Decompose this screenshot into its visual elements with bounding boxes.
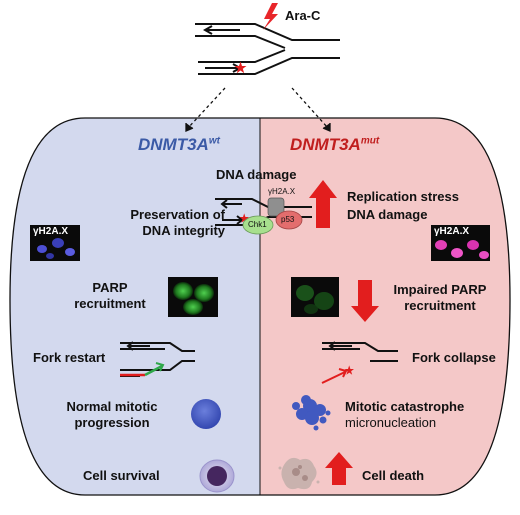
mut-heading: DNMT3Amut bbox=[290, 135, 380, 154]
gh2ax-label-right: γH2A.X bbox=[434, 226, 470, 237]
mut-mitotic-line1: Mitotic catastrophe bbox=[345, 399, 465, 414]
dna-damage-label: DNA damage bbox=[216, 167, 297, 182]
fork-protein-block bbox=[267, 197, 285, 217]
down-arrow-parp-icon bbox=[351, 280, 379, 322]
wt-parp-line2: recruitment bbox=[74, 296, 146, 311]
mut-stress-line2: DNA damage bbox=[347, 207, 428, 222]
p53-protein bbox=[275, 210, 303, 230]
lightning-icon bbox=[263, 3, 278, 30]
gh2ax-micrograph-right: γH2A.X bbox=[431, 225, 490, 261]
wt-parp-line1: PARP bbox=[92, 280, 128, 295]
fork-restart-schematic bbox=[120, 341, 195, 377]
p53-label: p53 bbox=[281, 215, 295, 224]
wt-heading: DNMT3Awt bbox=[138, 135, 220, 154]
wt-integrity-line2: DNA integrity bbox=[142, 223, 225, 238]
up-arrow-death-icon bbox=[325, 452, 353, 485]
mitotic-catastrophe-icon bbox=[292, 395, 331, 431]
mut-parp-line1: Impaired PARP bbox=[393, 282, 487, 297]
chk1-label: Chk1 bbox=[248, 220, 267, 229]
cell-survival-icon bbox=[199, 459, 235, 493]
wt-integrity-line1: Preservation of bbox=[130, 207, 225, 222]
mut-mitotic-line2: micronucleation bbox=[345, 415, 437, 430]
mut-parp-line2: recruitment bbox=[404, 298, 476, 313]
wt-mitotic-line2: progression bbox=[74, 415, 150, 430]
wt-mitotic-text: Normal mitotic progression bbox=[52, 399, 172, 431]
gh2ax-micrograph-left: γH2A.X bbox=[30, 225, 80, 261]
mut-mitotic-text: Mitotic catastrophe micronucleation bbox=[345, 399, 464, 431]
collapse-star-icon bbox=[344, 365, 355, 375]
parp-micrograph-right bbox=[291, 277, 339, 317]
mut-death-text: Cell death bbox=[362, 468, 425, 483]
up-arrow-stress-icon bbox=[309, 180, 337, 228]
fork-collapse-schematic bbox=[321, 341, 398, 384]
gh2ax-label-left: γH2A.X bbox=[33, 226, 69, 237]
wt-parp-text: PARP recruitment bbox=[60, 280, 160, 312]
normal-nucleus-icon bbox=[191, 399, 221, 429]
mut-stress-line1: Replication stress bbox=[347, 189, 459, 204]
wt-mitotic-line1: Normal mitotic bbox=[66, 399, 158, 414]
wt-panel bbox=[9, 117, 260, 496]
wt-survival-text: Cell survival bbox=[83, 468, 160, 483]
top-replication-fork bbox=[195, 23, 340, 75]
wt-integrity-text: Preservation of DNA integrity bbox=[60, 207, 225, 239]
lesion-star-icon bbox=[234, 61, 247, 74]
parp-micrograph-left bbox=[168, 277, 218, 317]
gh2ax-small-label: γH2A.X bbox=[268, 187, 296, 196]
dying-cell-icon bbox=[278, 457, 320, 490]
central-lesion-star-icon bbox=[239, 213, 249, 223]
drug-label: Ara-C bbox=[285, 8, 321, 23]
mut-parp-text: Impaired PARP recruitment bbox=[385, 282, 495, 314]
chk1-protein bbox=[242, 215, 274, 235]
mut-stress-text: Replication stress DNA damage bbox=[347, 188, 459, 224]
dashed-arrows bbox=[185, 87, 331, 132]
mut-fork-text: Fork collapse bbox=[412, 350, 496, 365]
wt-fork-text: Fork restart bbox=[33, 350, 106, 365]
